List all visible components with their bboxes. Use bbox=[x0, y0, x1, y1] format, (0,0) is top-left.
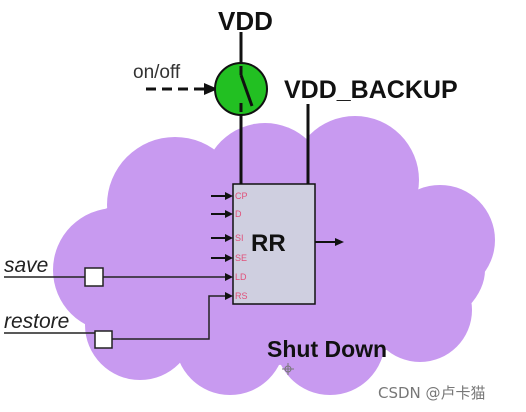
pin-label-d: D bbox=[235, 209, 242, 219]
pin-label-se: SE bbox=[235, 253, 247, 263]
vdd-label: VDD bbox=[218, 6, 273, 36]
pin-label-ld: LD bbox=[235, 272, 247, 282]
save-port-box bbox=[84, 267, 104, 287]
register-block-label: RR bbox=[251, 230, 286, 257]
cursor-crosshair-icon bbox=[282, 363, 294, 375]
shutdown-domain-label: Shut Down bbox=[267, 336, 387, 362]
pin-label-si: SI bbox=[235, 233, 244, 243]
pin-label-rs: RS bbox=[235, 291, 248, 301]
power-switch bbox=[214, 62, 268, 116]
output-arrow bbox=[315, 238, 344, 246]
shutdown-domain-cloud bbox=[53, 116, 495, 395]
pin-label-cp: CP bbox=[235, 191, 248, 201]
csdn-watermark: CSDN @卢卡猫 bbox=[378, 384, 486, 402]
save-signal-path bbox=[4, 267, 233, 287]
on-off-label: on/off bbox=[133, 62, 181, 83]
vdd-backup-label: VDD_BACKUP bbox=[284, 76, 458, 104]
pin-input-arrows bbox=[211, 192, 233, 262]
retention-register-block bbox=[232, 183, 316, 305]
restore-signal-label: restore bbox=[4, 310, 69, 333]
restore-port-box bbox=[94, 330, 113, 349]
restore-signal-path bbox=[4, 292, 233, 349]
save-signal-label: save bbox=[4, 254, 48, 277]
on-off-control-arrow bbox=[146, 83, 218, 95]
